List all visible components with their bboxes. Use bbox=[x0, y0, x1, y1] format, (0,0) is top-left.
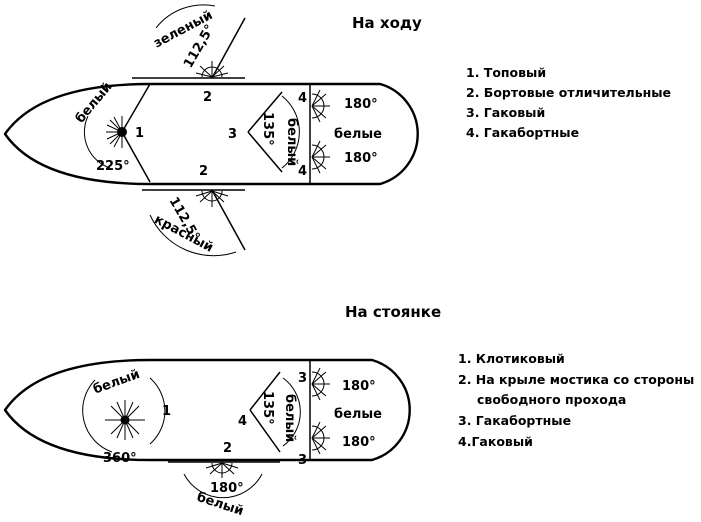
sun-icon bbox=[106, 116, 127, 148]
sun-icon bbox=[205, 462, 239, 478]
legend-anchored-3: 3. Гакабортные bbox=[458, 413, 571, 428]
number-3-top: 3 bbox=[298, 371, 307, 386]
title-underway: На ходу bbox=[352, 14, 422, 32]
number-3-underway: 3 bbox=[228, 127, 237, 142]
legend-underway-1: 1. Топовый bbox=[466, 65, 546, 80]
towing-light-anchored: 4 135° белый bbox=[238, 371, 301, 453]
sun-icon bbox=[195, 190, 229, 207]
legend-anchored-4: 4.Гаковый bbox=[458, 434, 533, 449]
number-4-anchored: 4 bbox=[238, 414, 247, 429]
number-4-bottom: 4 bbox=[298, 164, 307, 179]
number-2-anchored: 2 bbox=[223, 441, 232, 456]
angle-stern-top-underway: 180° bbox=[344, 97, 378, 112]
label-white-masthead: белый bbox=[73, 80, 116, 127]
legend-anchored-1: 1. Клотиковый bbox=[458, 351, 565, 366]
legend-anchored-2b: свободного прохода bbox=[477, 392, 626, 407]
legend-underway-4: 4. Гакабортные bbox=[466, 125, 579, 140]
angle-225: 225° bbox=[96, 159, 130, 174]
sun-icon bbox=[311, 140, 330, 174]
title-anchored: На стоянке bbox=[345, 303, 441, 321]
ship-anchored: На стоянке белый 1 360° bbox=[3, 303, 441, 519]
ship-underway: На ходу белый 1 225° bbox=[3, 4, 422, 257]
hull-underway bbox=[3, 82, 419, 186]
sun-icon bbox=[105, 400, 145, 440]
angle-stern-bottom-anchored: 180° bbox=[342, 435, 376, 450]
angle-360: 360° bbox=[103, 451, 137, 466]
angle-towing-underway: 135° bbox=[260, 112, 275, 146]
angle-towing-anchored: 135° bbox=[260, 391, 275, 425]
anchor-light: белый 1 360° bbox=[82, 367, 171, 466]
stern-lights-anchored: 3 3 180° белые 180° bbox=[298, 360, 382, 468]
angle-bridge: 180° bbox=[210, 481, 244, 496]
label-white-pair-anchored: белые bbox=[334, 407, 382, 422]
number-2-bottom: 2 bbox=[199, 164, 208, 179]
sun-icon bbox=[311, 367, 330, 401]
label-white-anchor: белый bbox=[91, 367, 141, 398]
angle-stern-bottom-underway: 180° bbox=[344, 151, 378, 166]
legend-anchored-2: 2. На крыле мостика со стороны bbox=[458, 372, 694, 387]
number-1-underway: 1 bbox=[135, 126, 144, 141]
label-white-pair-underway: белые bbox=[334, 127, 382, 142]
side-light-green: зеленый 112,5° 2 bbox=[132, 4, 246, 105]
label-white-towing-anchored: белый bbox=[282, 394, 297, 442]
legend-anchored: 1. Клотиковый 2. На крыле мостика со сто… bbox=[458, 351, 694, 449]
number-1-anchored: 1 bbox=[162, 404, 171, 419]
number-2-top: 2 bbox=[203, 90, 212, 105]
legend-underway-3: 3. Гаковый bbox=[466, 105, 545, 120]
legend-underway: 1. Топовый 2. Бортовые отличительные 3. … bbox=[466, 65, 671, 140]
sun-icon bbox=[311, 89, 330, 123]
towing-light-underway: 3 135° белый bbox=[228, 91, 300, 173]
stern-lights-underway: 4 4 180° белые 180° bbox=[298, 84, 382, 184]
side-light-red: 2 112,5° красный bbox=[142, 164, 246, 257]
number-3-bottom: 3 bbox=[298, 453, 307, 468]
bridge-light: 2 180° белый bbox=[168, 441, 280, 519]
legend-underway-2: 2. Бортовые отличительные bbox=[466, 85, 671, 100]
sun-icon bbox=[195, 61, 229, 78]
sun-icon bbox=[311, 421, 330, 455]
label-white-towing: белый bbox=[284, 118, 299, 166]
angle-stern-top-anchored: 180° bbox=[342, 379, 376, 394]
hull-anchored bbox=[3, 358, 411, 462]
masthead-light-underway: белый 1 225° bbox=[73, 80, 151, 183]
number-4-top: 4 bbox=[298, 91, 307, 106]
